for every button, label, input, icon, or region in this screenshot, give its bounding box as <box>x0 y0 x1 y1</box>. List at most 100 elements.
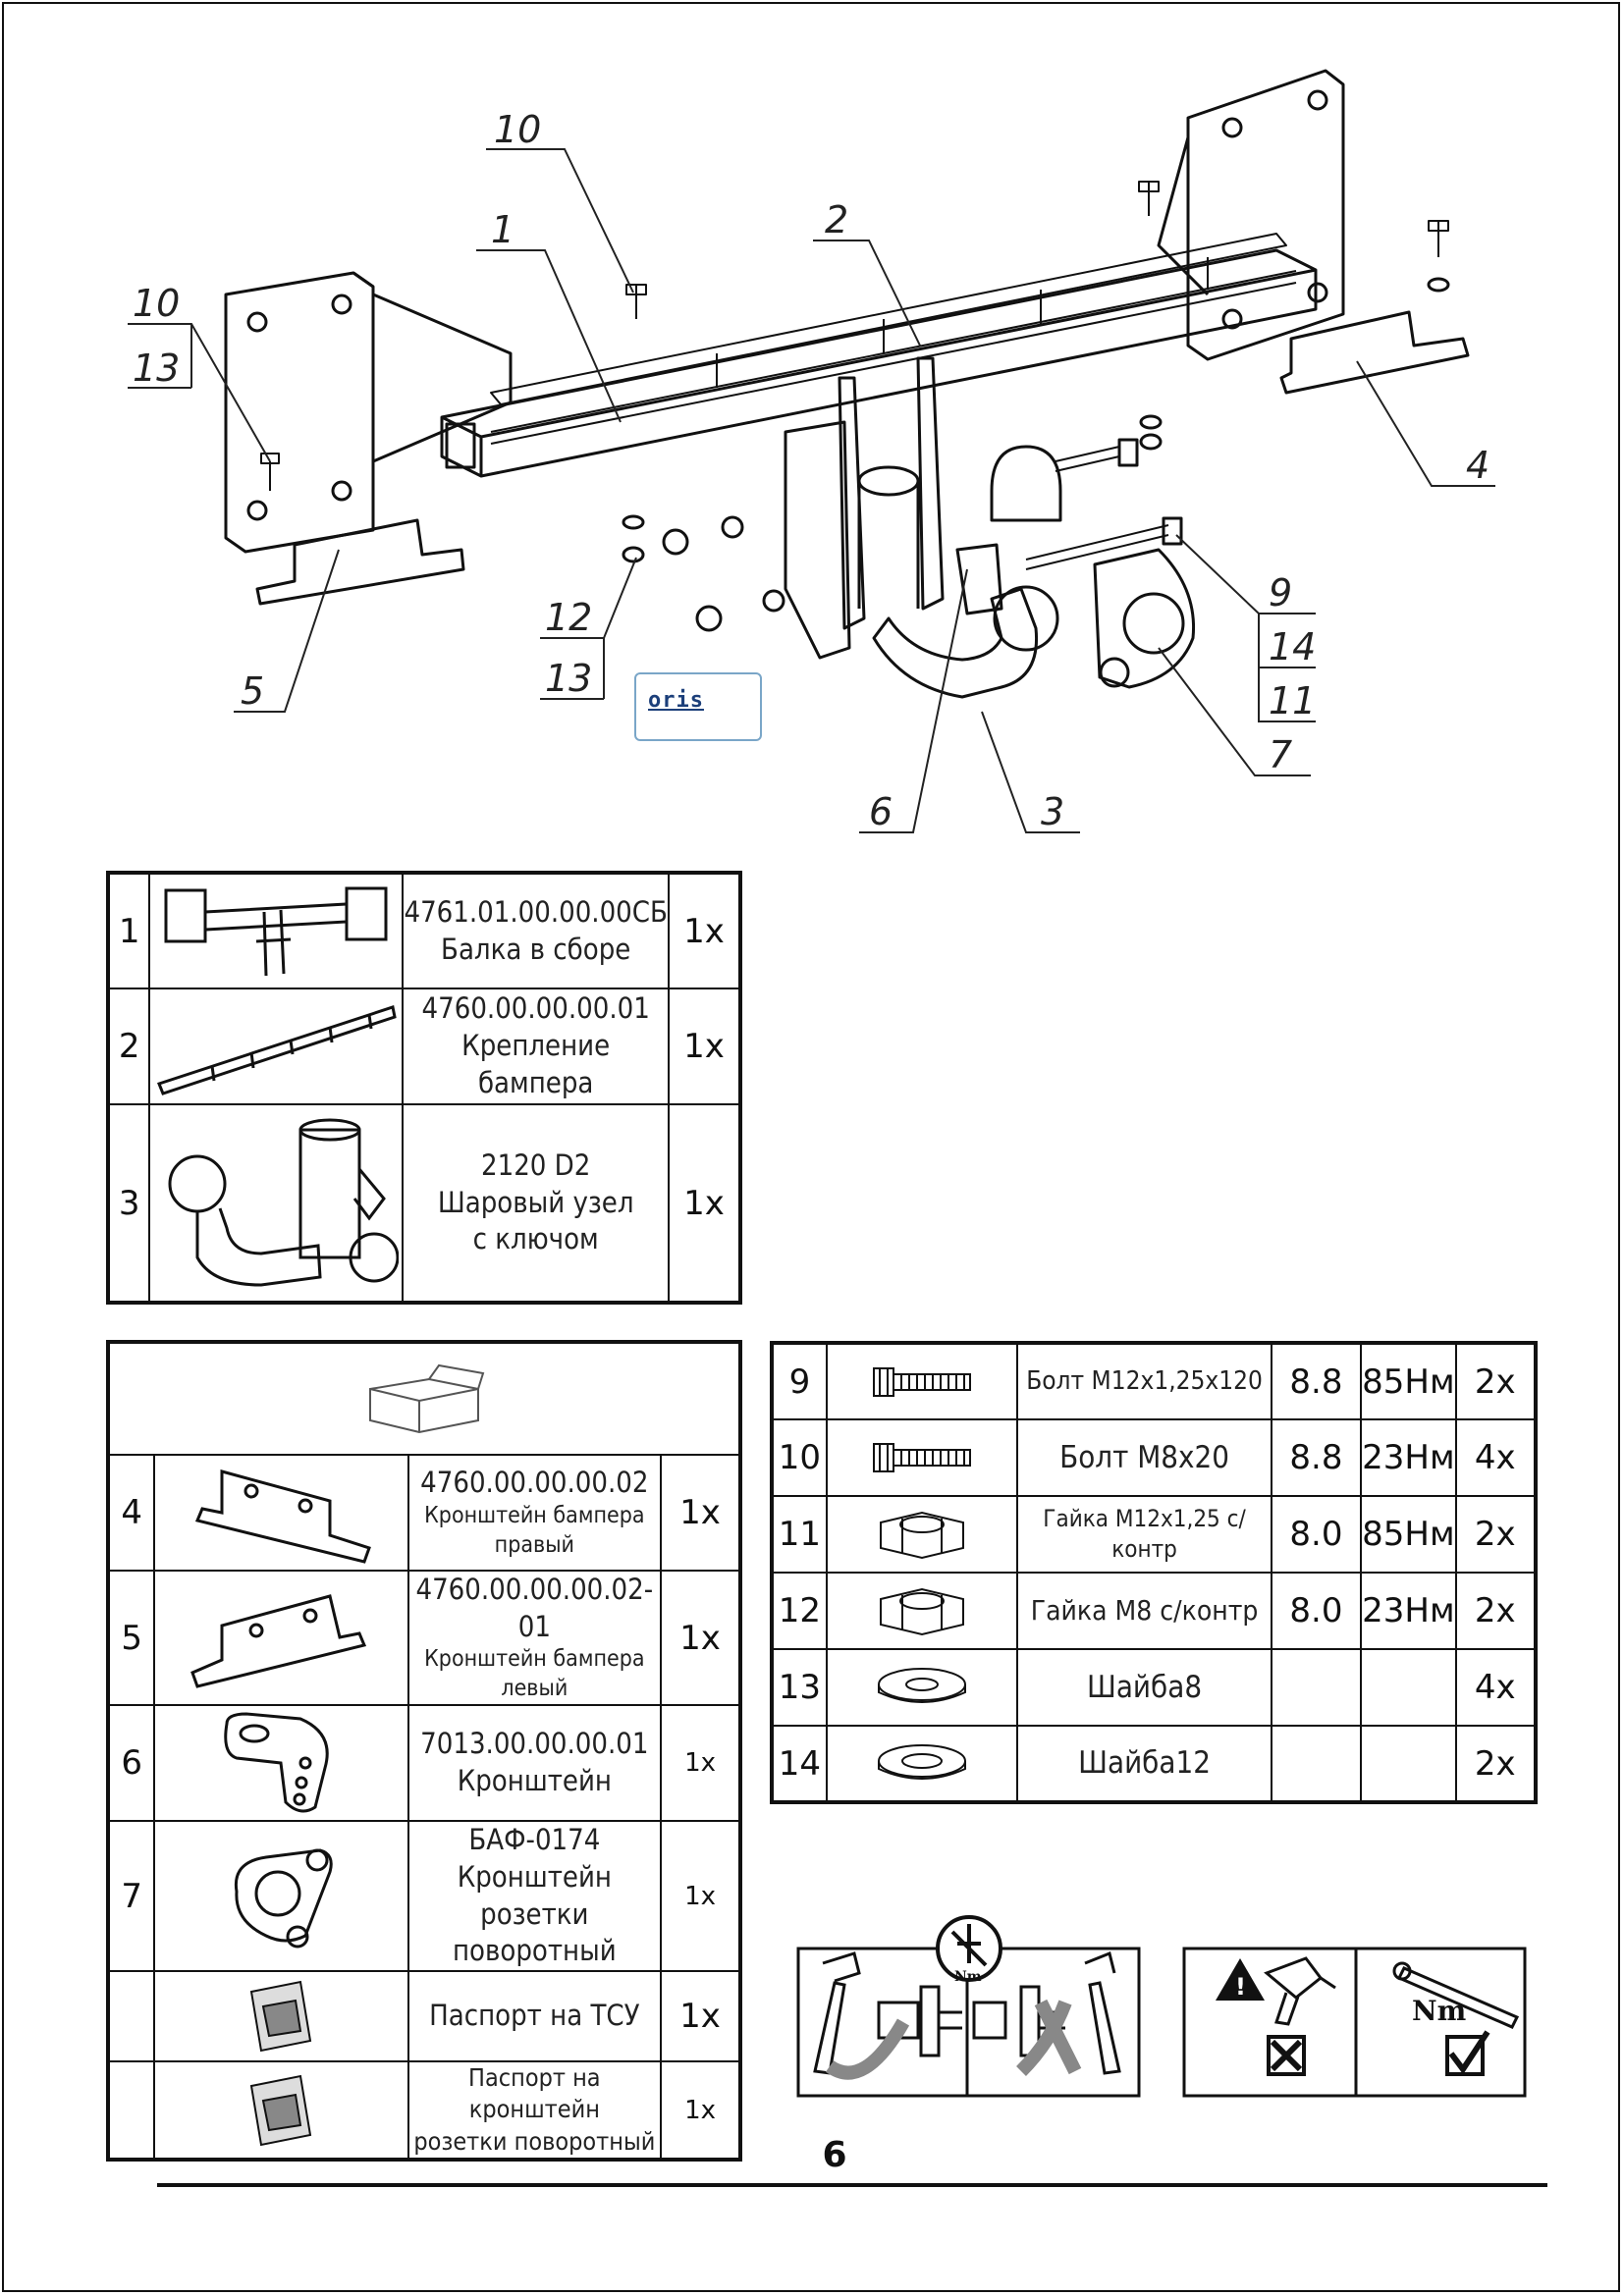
kit-header-row <box>107 1341 741 1456</box>
hardware-torque <box>1360 1648 1457 1727</box>
box-icon <box>107 1341 741 1456</box>
part-name: Балка в сборе <box>441 932 631 966</box>
exploded-diagram: 10 1 2 10 13 4 5 12 13 9 14 11 7 6 3 <box>128 69 1495 833</box>
part-number: 1 <box>106 872 151 989</box>
hardware-name: Гайка М8 с/контр <box>1016 1572 1272 1650</box>
hardware-number: 12 <box>771 1572 828 1650</box>
part-number: 5 <box>106 1569 156 1707</box>
part-name: Кронштейн бампера левый <box>424 1646 645 1702</box>
hardware-grade <box>1270 1648 1363 1727</box>
hardware-name: Болт М8х20 <box>1016 1418 1272 1497</box>
part-code: 4761.01.00.00.00СБ <box>404 894 668 929</box>
hardware-grade: 8.0 <box>1270 1495 1363 1574</box>
table-row: 3 2120 D2 Шаровый узел с ключом 1x <box>106 1103 742 1304</box>
kit-table: 4 4760.00.00.00.02 Кронштейн бампера пра… <box>106 1340 742 2163</box>
part-name-line2: с ключом <box>472 1222 599 1256</box>
hardware-name: Шайба8 <box>1016 1648 1272 1727</box>
table-row: 11 Гайка М12х1,25 с/контр 8.0 85Нм 2x <box>771 1495 1538 1574</box>
callout-3: 3 <box>1041 790 1064 833</box>
part-description: 4760.00.00.00.02 Кронштейн бампера правы… <box>406 1454 663 1572</box>
part-code: 2120 D2 <box>481 1148 591 1182</box>
hardware-torque: 23Нм <box>1360 1418 1457 1497</box>
callout-7: 7 <box>1269 733 1292 776</box>
part-name: Кронштейн розетки <box>457 1859 612 1931</box>
callout-1: 1 <box>491 208 514 251</box>
part-name: Шаровый узел <box>437 1185 634 1219</box>
part-number: 6 <box>106 1704 156 1823</box>
hardware-qty: 2x <box>1454 1572 1538 1650</box>
hardware-torque <box>1360 1725 1457 1803</box>
table-row: 7 БАФ-0174 Кронштейн розетки поворотный … <box>106 1820 741 1972</box>
hardware-grade: 8.8 <box>1270 1418 1363 1497</box>
nut-icon <box>825 1495 1019 1574</box>
part-code: 7013.00.00.00.01 <box>420 1727 649 1761</box>
callout-2: 2 <box>825 198 848 241</box>
right-bumper-bracket <box>1279 310 1470 395</box>
left-bumper-bracket <box>255 518 465 606</box>
hardware-number: 13 <box>771 1648 828 1727</box>
main-beam <box>440 248 1318 478</box>
part-description: 4760.00.00.00.02-01 Кронштейн бампера ле… <box>406 1569 663 1707</box>
part-qty: 1x <box>660 2059 741 2162</box>
part-qty: 1x <box>660 1704 741 1823</box>
hardware-qty: 2x <box>1454 1495 1538 1574</box>
bracket-icon <box>153 1704 409 1823</box>
callout-6: 6 <box>869 790 893 833</box>
page-number: 6 <box>822 2135 847 2175</box>
right-bracket-icon <box>153 1454 409 1572</box>
ball-arm <box>872 587 1039 699</box>
part-number: 3 <box>106 1103 151 1304</box>
hardware-number: 10 <box>771 1418 828 1497</box>
bumper-mount-icon <box>148 988 405 1105</box>
part-qty: 1x <box>660 1820 741 1972</box>
part-name-line2: поворотный <box>452 1934 617 1968</box>
part-name: Кронштейн бампера правый <box>424 1502 645 1558</box>
table-row: 4 4760.00.00.00.02 Кронштейн бампера пра… <box>106 1454 741 1572</box>
part-name: Паспорт на кронштейн <box>468 2062 601 2124</box>
callout-11: 11 <box>1269 679 1316 722</box>
hardware-qty: 2x <box>1454 1342 1538 1420</box>
callout-13-center: 13 <box>545 657 592 700</box>
part-name: Паспорт на ТСУ <box>406 1969 663 2062</box>
hardware-grade: 8.8 <box>1270 1342 1363 1420</box>
passport-icon <box>153 1969 409 2062</box>
part-qty: 1x <box>667 872 742 989</box>
hardware-qty: 4x <box>1454 1418 1538 1497</box>
table-row: 14 Шайба12 2x <box>771 1725 1538 1803</box>
bolt-icon <box>825 1342 1019 1420</box>
hardware-grade: 8.0 <box>1270 1572 1363 1650</box>
hardware-table: 9 Болт М12х1,25х120 8.8 85Нм 2x 10 <box>770 1341 1538 1804</box>
hardware-qty: 4x <box>1454 1648 1538 1727</box>
part-code: БАФ-0174 <box>468 1823 601 1857</box>
table-row: 9 Болт М12х1,25х120 8.8 85Нм 2x <box>771 1342 1538 1420</box>
part-number: 4 <box>106 1454 156 1572</box>
callout-12: 12 <box>545 596 592 639</box>
callout-10-top: 10 <box>494 108 541 151</box>
part-description: 7013.00.00.00.01 Кронштейн <box>406 1704 663 1823</box>
part-qty: 1x <box>667 988 742 1105</box>
ball-hitch-icon <box>148 1103 405 1304</box>
part-description: Паспорт на кронштейн розетки поворотный <box>406 2059 663 2162</box>
nut-icon <box>825 1572 1019 1650</box>
socket-bracket-icon <box>153 1820 409 1972</box>
part-qty: 1x <box>660 1969 741 2062</box>
hardware-name: Гайка М12х1,25 с/контр <box>1016 1495 1272 1574</box>
part-name-line2: розетки поворотный <box>413 2126 656 2156</box>
hardware-name: Болт М12х1,25х120 <box>1016 1342 1272 1420</box>
part-qty: 1x <box>667 1103 742 1304</box>
table-row: 6 7013.00.00.00.01 Кронштейн 1x <box>106 1704 741 1823</box>
part-code: 4760.00.00.00.02 <box>420 1466 649 1500</box>
hardware-name: Шайба12 <box>1016 1725 1272 1803</box>
table-row: 1 4761.01.00.00.00СБ Балка в сборе 1x <box>106 872 742 989</box>
table-row: 10 Болт М8х20 8.8 23Нм 4x <box>771 1418 1538 1497</box>
hardware-qty: 2x <box>1454 1725 1538 1803</box>
hardware-torque: 23Нм <box>1360 1572 1457 1650</box>
part-name: Крепление бампера <box>461 1029 611 1099</box>
hardware-torque: 85Нм <box>1360 1495 1457 1574</box>
part-description: БАФ-0174 Кронштейн розетки поворотный <box>406 1820 663 1972</box>
table-row: Паспорт на ТСУ 1x <box>106 1969 741 2062</box>
part-number: 7 <box>106 1820 156 1972</box>
part-description: 4760.00.00.00.01 Крепление бампера <box>402 988 670 1105</box>
hardware-torque: 85Нм <box>1360 1342 1457 1420</box>
